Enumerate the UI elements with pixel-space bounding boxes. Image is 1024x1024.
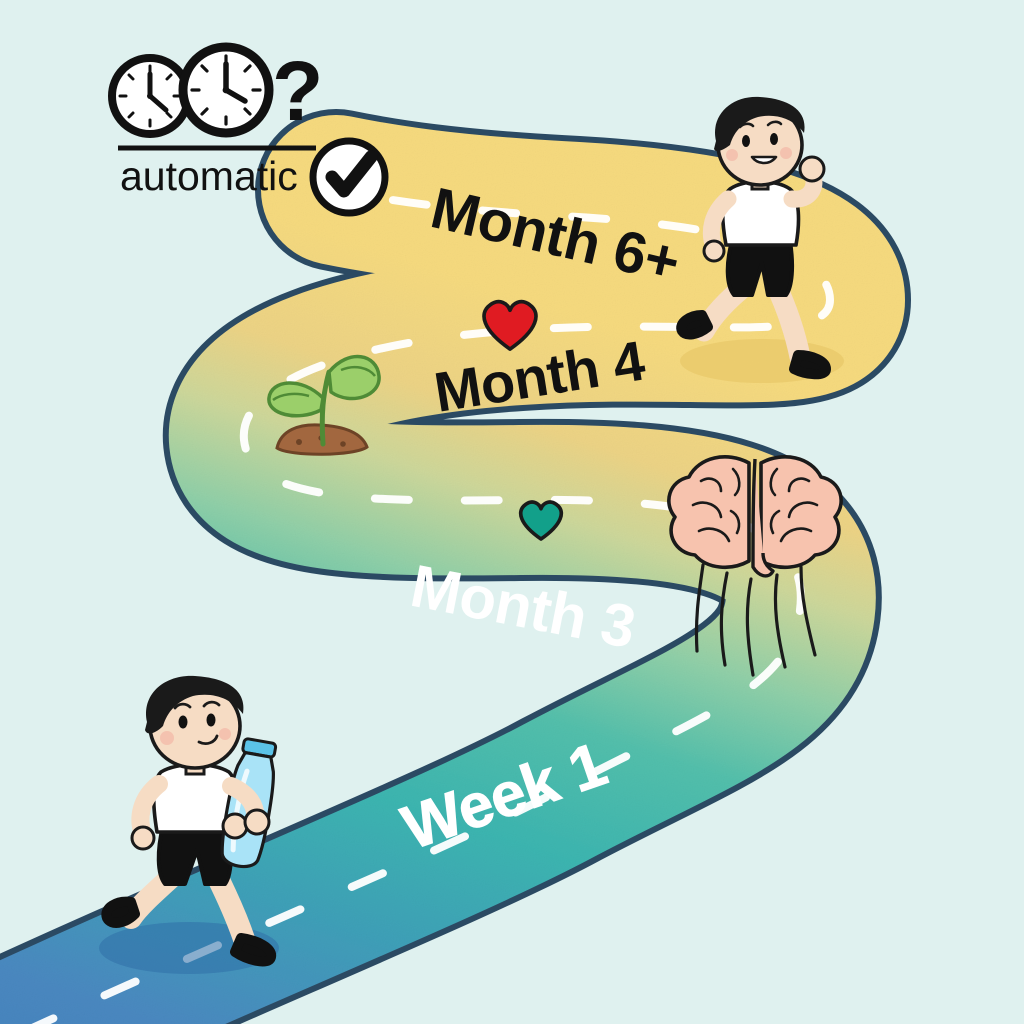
eye [178, 715, 188, 729]
question-mark-glyph: ? [272, 44, 323, 138]
hair [714, 96, 805, 152]
shoe-icon [230, 933, 277, 967]
heart-icon [482, 299, 538, 351]
hair [145, 675, 244, 734]
smile [197, 734, 219, 745]
hand [798, 155, 826, 183]
sprout-icon [267, 354, 381, 456]
hand [702, 239, 726, 263]
smile [750, 155, 778, 165]
eye [770, 133, 778, 145]
shorts [725, 239, 795, 297]
fraction-label: automatic [120, 153, 298, 199]
runner-figure[interactable] [99, 675, 281, 974]
eye [742, 135, 750, 147]
heart-icon [518, 500, 564, 541]
clock-icon [178, 42, 274, 138]
brain-icon [667, 455, 843, 677]
shoe-icon [789, 350, 831, 380]
hand [130, 825, 156, 851]
shoe-icon [676, 310, 713, 340]
runner-figure[interactable] [676, 96, 844, 383]
clock-icon [108, 54, 192, 138]
check-circle-icon[interactable] [309, 137, 389, 217]
eye [206, 713, 216, 727]
hand [243, 808, 271, 836]
shoe-icon [101, 896, 140, 928]
